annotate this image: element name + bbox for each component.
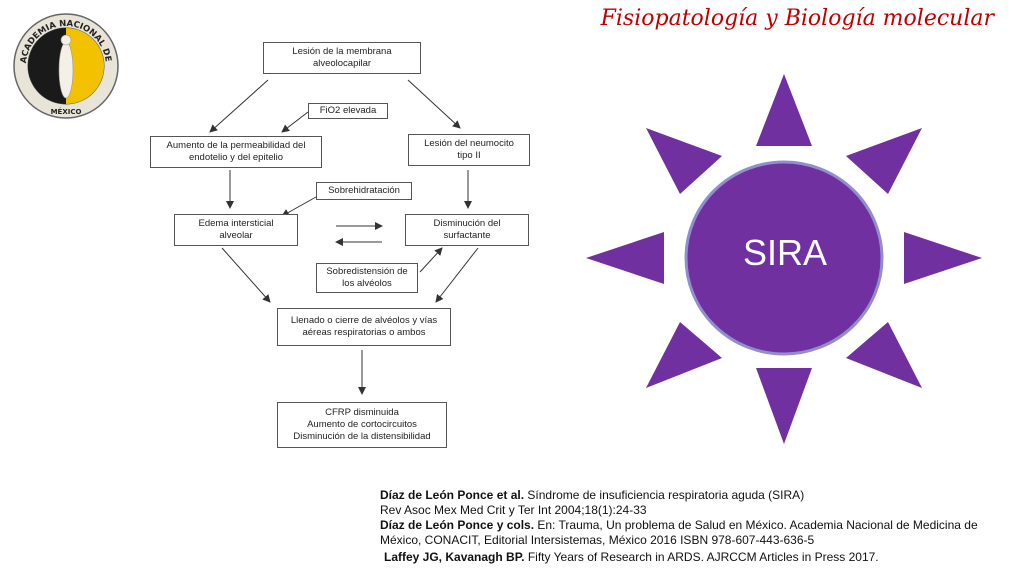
box-permeabilidad: Aumento de la permeabilidad del endoteli…	[150, 136, 322, 168]
sira-label: SIRA	[742, 232, 828, 273]
box-sobredistension: Sobredistensión de los alvéolos	[316, 263, 418, 293]
academia-logo: ACADEMIA NACIONAL DE MEDICINA MÉXICO	[12, 12, 119, 119]
pathophysiology-flowchart: Lesión de la membrana alveolocapilar FiO…	[140, 30, 560, 460]
arrow-sobredistension	[419, 247, 443, 273]
box-lesion-membrana: Lesión de la membrana alveolocapilar	[263, 42, 421, 74]
sun-ray-left	[586, 232, 664, 284]
sun-ray-bottom-right	[846, 322, 922, 388]
arrow-edema-to-llenado	[221, 247, 271, 303]
box-fio2: FiO2 elevada	[308, 103, 388, 119]
page-title: Fisiopatología y Biología molecular	[600, 6, 994, 31]
box-llenado: Llenado o cierre de alvéolos y vías aére…	[277, 308, 451, 346]
box-sobrehidratacion: Sobrehidratación	[316, 182, 412, 200]
box-surfactante: Disminución del surfactante	[405, 214, 529, 246]
sun-rays	[586, 74, 982, 444]
references: Díaz de León Ponce et al. Síndrome de in…	[380, 488, 1020, 565]
reference-2: Díaz de León Ponce y cols. En: Trauma, U…	[380, 518, 978, 547]
sun-center	[684, 160, 884, 356]
arrow-surfactante-to-llenado	[435, 247, 479, 303]
arrow-fio2	[281, 111, 309, 133]
sun-ray-top	[756, 74, 812, 146]
sira-sun-graphic	[586, 74, 982, 444]
arrow-lesion-to-permeabilidad	[209, 79, 269, 133]
sun-ray-top-right	[846, 128, 922, 194]
sun-ray-bottom-left	[646, 322, 722, 388]
svg-text:MÉXICO: MÉXICO	[51, 107, 82, 116]
box-neumocito: Lesión del neumocito tipo II	[408, 134, 530, 166]
sun-ray-right	[904, 232, 982, 284]
box-edema: Edema intersticial alveolar	[174, 214, 298, 246]
reference-1: Díaz de León Ponce et al. Síndrome de in…	[380, 488, 805, 502]
reference-1-journal: Rev Asoc Mex Med Crit y Ter Int 2004;18(…	[380, 503, 647, 517]
sun-ray-bottom	[756, 368, 812, 444]
reference-3: Laffey JG, Kavanagh BP. Fifty Years of R…	[384, 550, 879, 564]
box-cfrp: CFRP disminuida Aumento de cortocircuito…	[277, 402, 447, 448]
sun-ray-top-left	[646, 128, 722, 194]
flow-arrows	[209, 79, 479, 395]
arrow-sobrehidratacion	[281, 196, 317, 217]
arrow-lesion-to-neumocito	[407, 79, 461, 129]
